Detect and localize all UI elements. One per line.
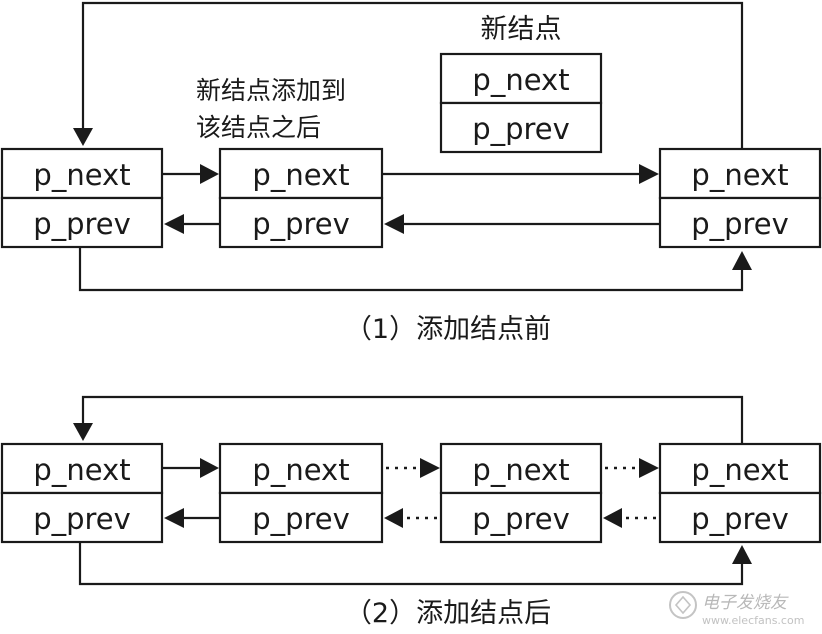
node-2-prev-label: p_prev [252, 502, 350, 536]
arrow-head-left [164, 214, 184, 234]
new-node-prev-cell [439, 101, 603, 154]
watermark-text: 电子发烧友 [702, 593, 789, 613]
loop-top-before [81, 1, 744, 148]
watermark-logo-icon [669, 591, 697, 619]
arrow-head-left [384, 508, 403, 528]
arrow-head-up [732, 251, 752, 270]
arrow-head-down [73, 128, 93, 146]
node-c-prev-label: p_prev [691, 207, 789, 241]
node-1-next-label: p_next [33, 453, 130, 487]
node-2-prev-cell [218, 491, 384, 544]
arrow-head-left [384, 214, 404, 234]
watermark: 电子发烧友 www.elecfans.com [669, 591, 804, 627]
node-a-prev-label: p_prev [33, 207, 131, 241]
node-3-next-label: p_next [472, 453, 569, 487]
arrow-head-right [639, 458, 659, 478]
node-4-prev-label: p_prev [691, 502, 789, 536]
node-2-next-cell [218, 442, 384, 495]
arrow-head-down [73, 423, 93, 441]
node-2-after: p_next p_prev [218, 442, 384, 544]
node-a-before: p_next p_prev [0, 147, 164, 249]
node-a-prev-cell [0, 196, 164, 249]
arrow-head-right [200, 458, 219, 478]
new-node-prev-label: p_prev [472, 112, 570, 146]
watermark-logo-mark [674, 595, 692, 615]
arrow-head-up [732, 545, 752, 564]
node-4-next-cell [658, 442, 822, 495]
arrow-head-left [164, 508, 184, 528]
node-1-prev-cell [0, 491, 164, 544]
loop-top-after [81, 395, 744, 443]
loop-bottom-after [78, 542, 744, 586]
arrow-head-right [200, 164, 219, 184]
caption-before: （1）添加结点前 [345, 314, 551, 345]
insert-note-line2: 该结点之后 [196, 113, 321, 142]
node-3-prev-cell [439, 491, 603, 544]
node-c-next-label: p_next [691, 158, 788, 192]
node-4-prev-cell [658, 491, 822, 544]
node-3-after: p_next p_prev [439, 442, 603, 544]
new-node-next-label: p_next [472, 63, 569, 97]
arrow-head-right [420, 458, 440, 478]
watermark-sub: www.elecfans.com [702, 614, 804, 627]
before-section: p_next p_prev p_next p_prev p_next p_pre… [0, 1, 822, 345]
node-b-prev-label: p_prev [252, 207, 350, 241]
node-a-next-cell [0, 147, 164, 200]
node-3-prev-label: p_prev [472, 502, 570, 536]
node-c-prev-cell [658, 196, 822, 249]
caption-after: （2）添加结点后 [345, 598, 551, 629]
node-2-next-label: p_next [252, 453, 349, 487]
new-node-title: 新结点 [481, 14, 562, 45]
after-section: p_next p_prev p_next p_prev p_next p_pre… [0, 395, 822, 629]
loop-bottom-before [78, 248, 744, 292]
arrow-head-right [639, 164, 659, 184]
node-b-before: p_next p_prev [218, 147, 384, 249]
arrow-head-left [603, 508, 622, 528]
node-b-prev-cell [218, 196, 384, 249]
node-1-prev-label: p_prev [33, 502, 131, 536]
insert-note-line1: 新结点添加到 [196, 76, 346, 105]
new-node: 新结点 p_next p_prev [439, 14, 603, 154]
node-4-after: p_next p_prev [658, 442, 822, 544]
node-b-next-label: p_next [252, 158, 349, 192]
node-1-after: p_next p_prev [0, 442, 164, 544]
node-c-before: p_next p_prev [658, 147, 822, 249]
node-4-next-label: p_next [691, 453, 788, 487]
node-a-next-label: p_next [33, 158, 130, 192]
